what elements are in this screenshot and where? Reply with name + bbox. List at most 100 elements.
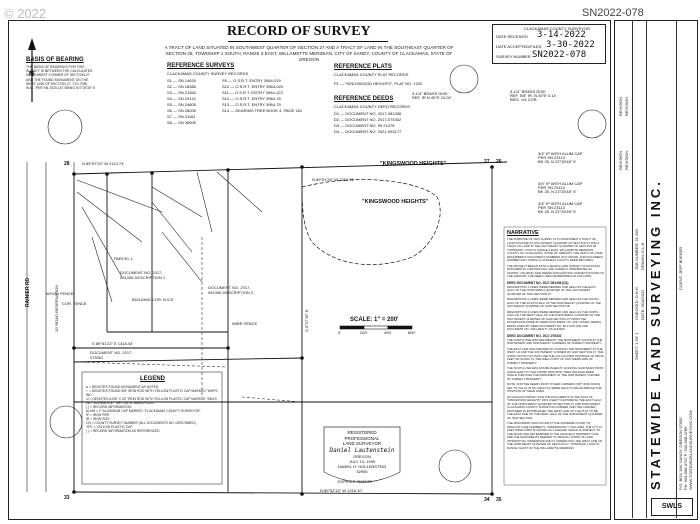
reference-deed-item: D4 — DOCUMENT NO. 2021-093177	[334, 129, 402, 134]
survey-number-value: SN2022-078	[532, 50, 587, 60]
legend-title: LEGEND	[140, 376, 166, 382]
stamp-line: JULY 13, 1999	[348, 458, 376, 464]
right-note-title: 3/4" IP WITH ALUM CAP	[538, 201, 583, 206]
reference-survey-item: S5 — SN 24805	[167, 102, 196, 107]
right-note-title: 3/4" IP WITH ALUM CAP	[538, 181, 583, 186]
reference-deed-item: D1 — DOCUMENT NO. 2017-081306	[334, 111, 402, 116]
right-note-line: BK 25, N 22°28'48" E	[538, 209, 577, 214]
legend-list: ● = DENOTES FOUND MONUMENT AS NOTED. ○ =…	[86, 385, 220, 433]
corner-detail-circle	[47, 109, 83, 145]
stamp-expires: EXPIRES 06/30/23	[338, 479, 373, 484]
reference-survey-item: S1 — SN 14620	[167, 78, 196, 83]
right-note: 3-1/4" BRASS DISK REF. IR N 40°E 24.00'	[412, 92, 497, 100]
county-box-title: CLACKAMAS COUNTY SURVEYOR	[524, 26, 591, 31]
right-note-line: REF. IR N 40°E 24.00'	[412, 95, 452, 100]
right-note: 3/4" IP WITH ALUM CAP PER SN 23113 BK 25…	[538, 202, 608, 214]
date-label: DATE: 3/14/2022	[640, 289, 645, 320]
client-name: CLIENT: JEFF BUEKER	[678, 246, 683, 290]
stamp-line: DANIEL H. HOLLENSTEIN	[337, 463, 387, 469]
legend-item: IP = IRON PIPE	[86, 413, 110, 417]
reference-deeds-title: REFERENCE DEEDS	[334, 96, 394, 102]
parcel-1-label: PARCEL 1	[114, 256, 133, 261]
right-note-line: PER SN 23113	[538, 185, 565, 190]
doc-1-label: DOCUMENT NO. 2017-081306 DESCRIPTION 1	[120, 270, 166, 280]
page-title: RECORD OF SURVEY	[227, 24, 371, 39]
reference-survey-item: S3 — SN 21363	[167, 90, 196, 95]
reference-survey-item: S8 — SN 35905	[167, 120, 196, 125]
title-block-contents: REVISION REVISION REVISION REVISION JOB …	[614, 20, 696, 518]
reference-survey-item: S9 — O.S.R.T. ENTRY 3964-019	[222, 78, 281, 83]
date-accepted-value: 3-30-2022	[546, 40, 595, 50]
right-note-title: 3-1/4" BRASS DISK	[510, 89, 546, 94]
reference-deed-item: D2 — DOCUMENT NO. 2017-075302	[334, 117, 402, 122]
right-note-line: PER SN 23113	[538, 205, 565, 210]
legend-item: ( ) = RECORD INFORMATION.	[86, 405, 132, 409]
section-corner-label: 28	[64, 161, 70, 167]
corner-detail-circle	[49, 405, 83, 439]
revision-label: REVISION	[618, 96, 623, 116]
reference-surveys-subtitle: CLACKAMAS COUNTY SURVEY RECORDS	[167, 71, 249, 76]
drawing-border	[8, 20, 611, 520]
revision-label: REVISION	[624, 96, 629, 116]
reference-surveys-title: REFERENCE SURVEYS	[167, 63, 235, 69]
company-logo: SWLS	[651, 498, 693, 516]
reference-deed-item: D3 — DOCUMENT NO. 99 21475	[334, 123, 395, 128]
right-note: 3-1/4" BRASS DISK REF. 5/8" IR. N 40°E 3…	[510, 90, 595, 102]
right-note-line: REF. 5/8" IR. N 40°E 3.14'	[510, 93, 557, 98]
date-received-label: DATE RECEIVED	[496, 34, 528, 39]
narrative-paragraph: ON 2019-040 SURVEY FOR THE DOCUMENTS IN …	[507, 394, 603, 420]
survey-description: A TRACT OF LAND SITUATED IN SOUTHWEST QU…	[164, 45, 454, 62]
reference-survey-item: S11 — O.S.R.T. ENTRY 3964-123	[222, 90, 283, 95]
narrative-heading: DEED DOCUMENT NO. 2017-075302	[507, 333, 562, 338]
company-website: WWW.STATEWIDELANDSURVEYING.COM	[688, 410, 693, 490]
corner-fence-label: COR. FENCE	[62, 301, 87, 306]
narrative-paragraph: THE PURPOSE OF THIS SURVEY IS TO MONUMEN…	[507, 237, 604, 262]
scale-tick: 200'	[360, 330, 368, 335]
county-surveyor-box	[492, 24, 606, 64]
sheet-label: SHEET: 1 OF 1	[634, 332, 639, 360]
corner-detail-circle	[438, 449, 472, 483]
narrative-paragraph: THE NORTH LINE WAS DEFINED BY THE MONUME…	[507, 337, 603, 345]
legend-item: CN = COUNTY SURVEY NUMBER (ALL DOCUMENTS…	[86, 421, 196, 425]
survey-number-label: SURVEY NUMBER	[496, 54, 531, 59]
stamp-line: 52955	[356, 468, 368, 474]
stamp-line: REGISTERED	[347, 430, 377, 435]
bearing-label: S 89°51'22" E 1318.43'	[92, 341, 134, 346]
legend-item: YPC = YELLOW PLASTIC CAP	[86, 425, 133, 429]
basis-of-bearing-title: BASIS OF BEARING	[26, 57, 84, 63]
copyright-watermark: © 2022	[4, 6, 47, 21]
wood-fence-label: WOOD FENCE	[46, 291, 74, 296]
stamp-line: PROFESSIONAL	[344, 435, 380, 441]
title-underline	[228, 41, 388, 42]
reference-survey-item: S6 — SN 28005	[167, 108, 196, 113]
stamp-text: REGISTERED PROFESSIONAL LAND SURVEYOR Da…	[324, 430, 400, 474]
basis-of-bearing-text: THE BASIS OF BEARINGS FOR THIS SURVEY IS…	[26, 65, 96, 91]
reference-survey-item: S2 — SN 18366	[167, 84, 196, 89]
narrative-paragraph: NOTE: FOR THE DEEDS MOST OTHER CORNERS (…	[507, 382, 602, 393]
bearing-label: N 89°51'26" W 1318.76'	[312, 177, 355, 182]
job-number: JOB NUMBER: 21-363	[634, 229, 639, 270]
info-column	[632, 20, 647, 518]
drawn-by: DRAWN: D.L.H.	[640, 241, 645, 270]
corner-detail-circle	[449, 64, 479, 94]
road-name-label: RAINIER RD	[25, 277, 31, 307]
scale-tick: 600'	[408, 330, 416, 335]
narrative-paragraph: DESCRIPTION 3 LINES WERE DEFINED AND HEL…	[507, 309, 602, 331]
scale-bar	[339, 325, 413, 330]
wire-fence-label: WIRE FENCE	[232, 321, 258, 326]
doc-3-label: DOCUMENT NO. 2017-075302	[90, 350, 133, 360]
scale-tick: 400'	[384, 330, 392, 335]
legend-item: ○ = DENOTES FOUND 5/8" IRON ROD WITH YEL…	[86, 389, 218, 397]
reference-survey-item: S7 — SN 31161	[167, 114, 196, 119]
reference-survey-item: S13 — O.S.R.T. ENTRY 3964-79	[222, 102, 281, 107]
reference-plats-subtitle: CLACKAMAS COUNTY PLAT RECORDS	[334, 72, 409, 77]
reference-survey-item: S14 — DEARING TREE BOOK 4, PAGE 181	[222, 108, 303, 113]
reference-survey-item: S10 — O.S.R.T. ENTRY 3964-020	[222, 84, 283, 89]
narrative-paragraph: THE SOUTH LINE WAS ESTABLISHED BY HOLDIN…	[507, 366, 604, 381]
narrative-paragraph: DESCRIPTION 1 LINES WERE DEFINED AND HEL…	[507, 284, 596, 296]
right-note-line: PER SN 23113	[538, 155, 565, 160]
legend-item: ● = DENOTES FOUND MONUMENT AS NOTED.	[86, 385, 160, 389]
narrative-section: NARRATIVE THE PURPOSE OF THIS SURVEY IS …	[507, 230, 604, 482]
stamp-line: OREGON	[353, 453, 371, 459]
